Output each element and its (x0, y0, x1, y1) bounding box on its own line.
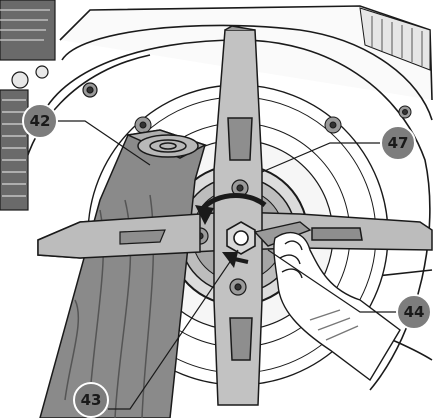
center-nut (226, 221, 256, 255)
rotation-arrow (195, 192, 267, 268)
leader-42 (57, 120, 151, 166)
callout-43: 43 (73, 382, 109, 418)
leader-44 (267, 249, 398, 313)
gloved-hand (253, 221, 401, 382)
top-right-ribs (359, 7, 431, 119)
blade-slot-left (119, 229, 166, 245)
callout-47: 47 (380, 125, 416, 161)
engine-parts-left (0, 0, 98, 211)
callout-43-label: 43 (81, 391, 102, 409)
callout-42-label: 42 (30, 112, 51, 130)
callout-44-label: 44 (404, 303, 425, 321)
callout-42: 42 (22, 103, 58, 139)
leader-43 (108, 249, 239, 410)
leader-47 (261, 142, 380, 173)
vertical-blade (213, 25, 263, 406)
callout-44: 44 (396, 294, 432, 330)
leader-lines (57, 120, 398, 410)
callout-47-label: 47 (388, 134, 409, 152)
blade-overlap-wood (37, 213, 201, 259)
